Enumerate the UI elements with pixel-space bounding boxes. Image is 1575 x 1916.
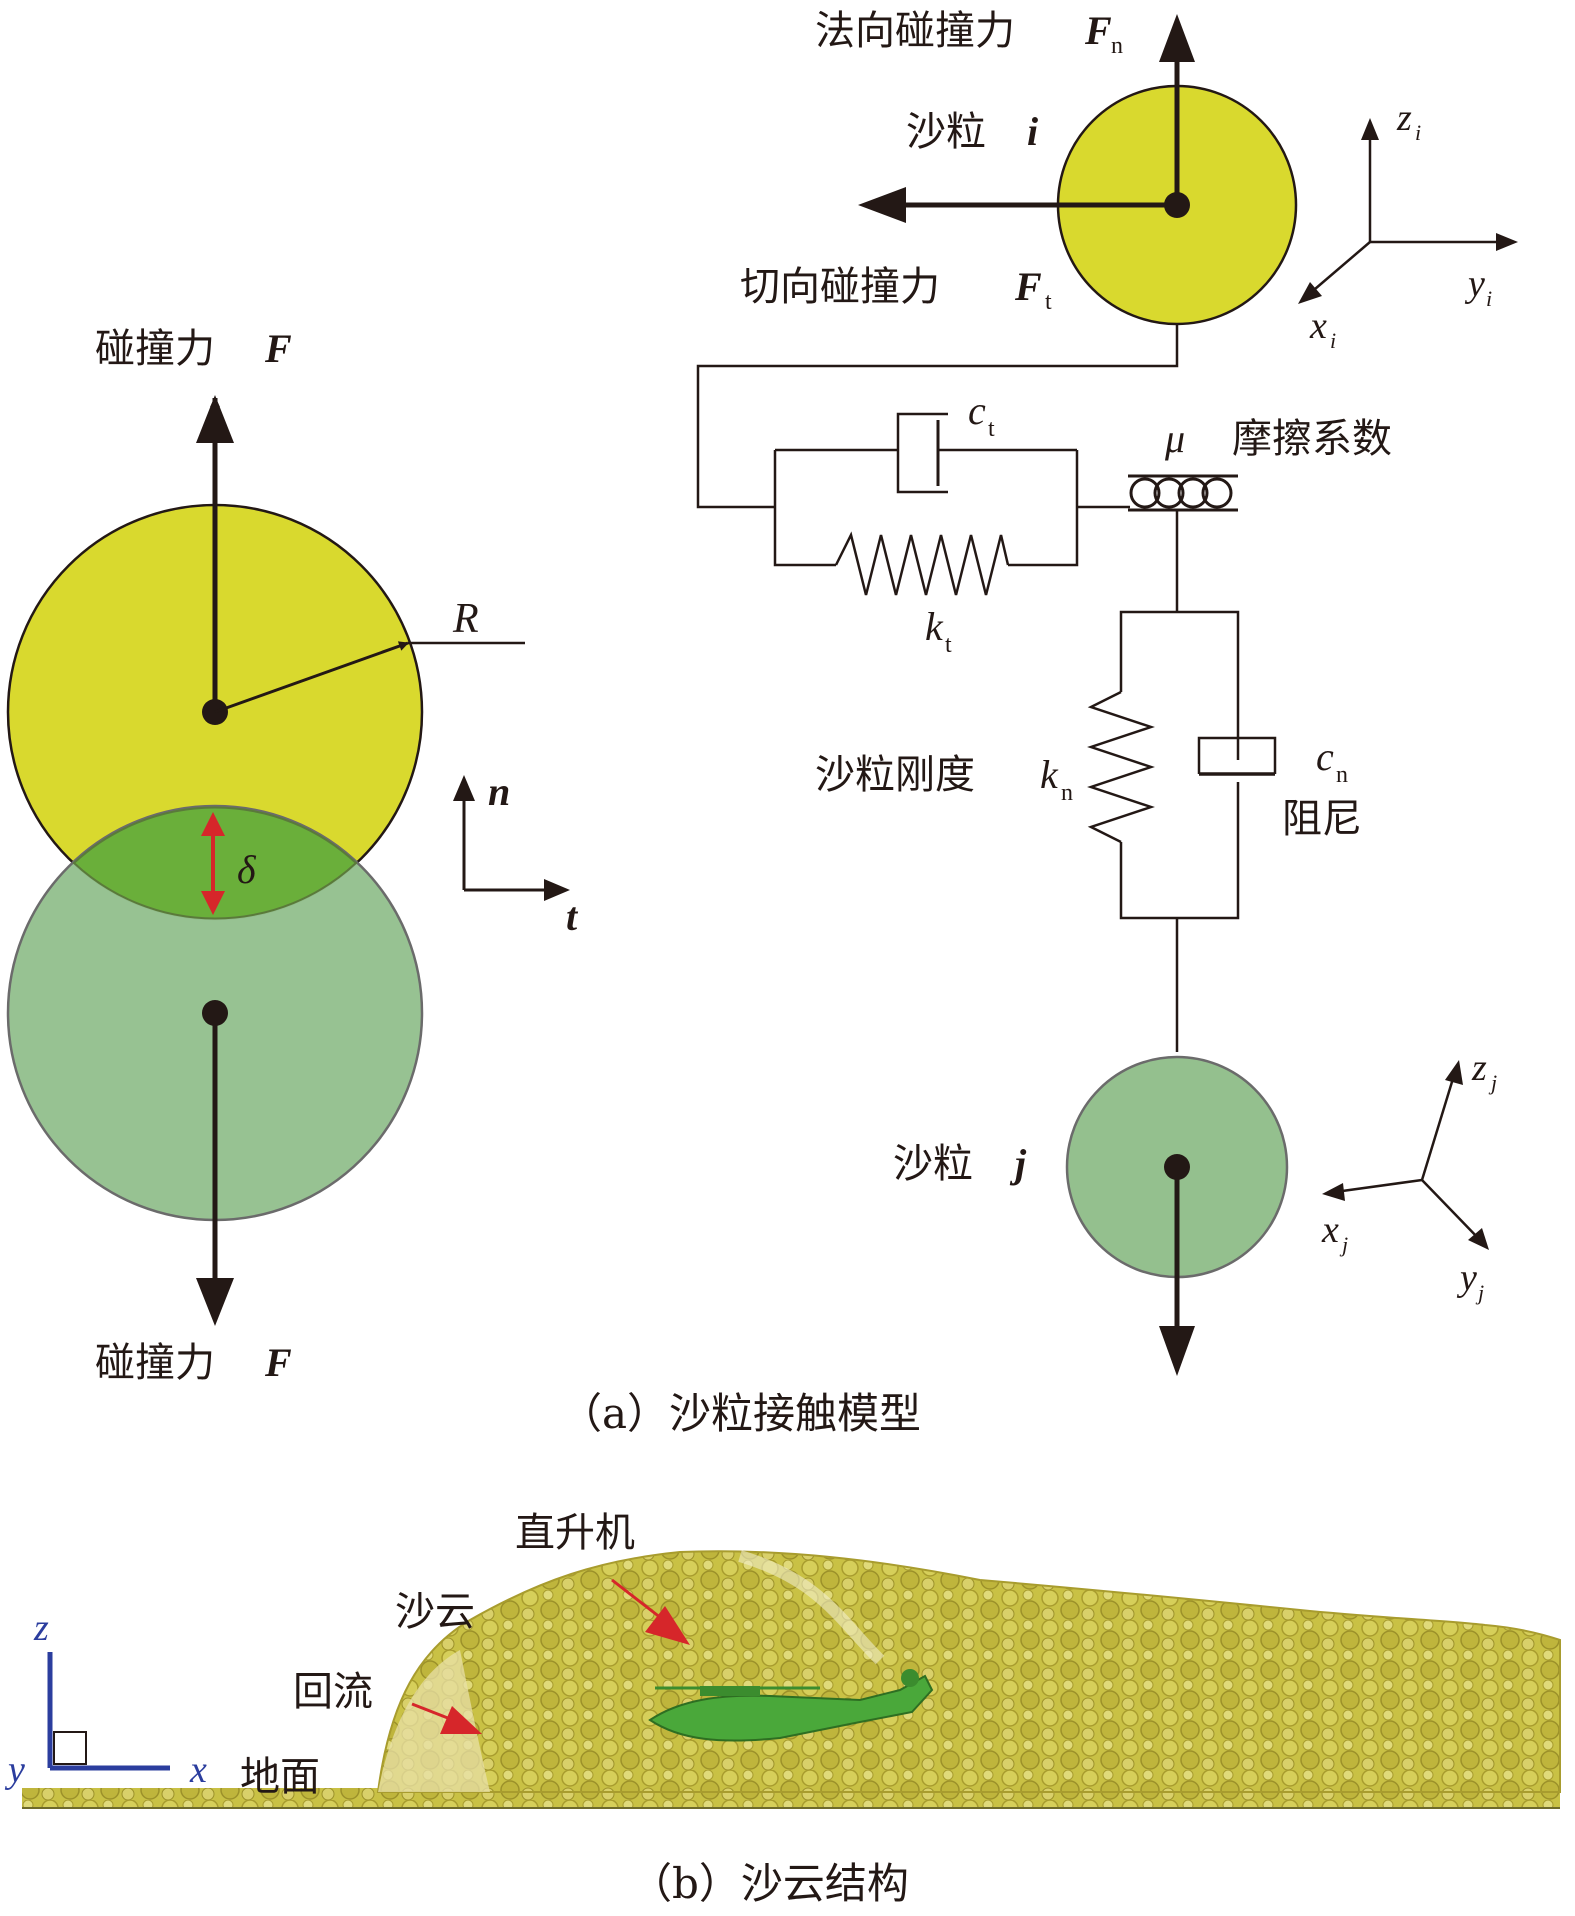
axis-x-label: x (189, 1749, 207, 1791)
normal-force-label: 法向碰撞力 (815, 8, 1015, 54)
kt-subscript: t (945, 632, 952, 658)
zi-label: z (1396, 97, 1412, 139)
axis-z-label: z (33, 1607, 49, 1649)
normal-block-frame (1119, 610, 1240, 744)
ground-label: 地面 (240, 1754, 320, 1800)
damper-cn-cup (1197, 736, 1277, 774)
cn-subscript: n (1336, 762, 1348, 788)
normal-block-bottom (1119, 782, 1240, 920)
zi-arrowhead (1361, 118, 1379, 140)
particle-i-symbol: i (1027, 109, 1038, 154)
yi-subscript: i (1486, 286, 1492, 311)
particle-j-label: 沙粒 (893, 1141, 973, 1187)
yi-arrowhead (1496, 233, 1518, 251)
caption-a: （a）沙粒接触模型 (560, 1389, 921, 1438)
sand-cloud-front (378, 1650, 490, 1792)
force-bottom-label: 碰撞力 (95, 1340, 215, 1386)
xi-subscript: i (1330, 328, 1336, 353)
xi-axis (1307, 241, 1371, 296)
backflow-pointer-head (440, 1706, 482, 1734)
tangential-force-subscript: t (1045, 289, 1052, 315)
mu-label: μ (1164, 416, 1185, 461)
kn-label: k (1040, 752, 1059, 797)
particle-i-center (1164, 192, 1190, 218)
particle-j-center (1164, 1154, 1190, 1180)
tangential-block-frame (773, 450, 836, 567)
radius-arrow (214, 641, 409, 714)
yj-subscript: j (1475, 1280, 1484, 1305)
backflow-label: 回流 (293, 1669, 373, 1715)
force-top-symbol: F (264, 326, 292, 371)
delta-label: δ (237, 847, 257, 892)
t-axis-label: t (566, 894, 579, 939)
tangential-force-symbol: F (1014, 264, 1042, 309)
normal-force-arrowhead (1159, 14, 1195, 62)
cn-label: c (1316, 734, 1334, 779)
helicopter-label: 直升机 (515, 1510, 635, 1556)
sand-cloud-body (376, 1550, 1561, 1793)
tangential-force-label: 切向碰撞力 (740, 264, 940, 310)
lower-force-arrowhead (196, 1278, 234, 1326)
yi-label: y (1464, 263, 1485, 305)
sand-cloud-figure: 直升机 沙云 回流 地面 z x y (4, 1510, 1561, 1809)
radius-label: R (452, 596, 479, 642)
axis-y-label: y (4, 1749, 25, 1791)
xj-axis (1334, 1178, 1423, 1194)
damping-label: 阻尼 (1282, 796, 1362, 842)
axis-corner-box (53, 1731, 87, 1765)
xj-label: x (1321, 1209, 1339, 1251)
tangential-block-frame-right (1008, 450, 1079, 567)
zi-subscript: i (1415, 120, 1421, 145)
caption-b: （b）沙云结构 (630, 1859, 909, 1908)
sand-cloud-label: 沙云 (395, 1589, 475, 1635)
stiffness-label: 沙粒刚度 (815, 752, 975, 798)
yj-label: y (1456, 1257, 1477, 1299)
delta-arrowhead-bottom (201, 891, 225, 915)
n-axis-arrowhead (453, 775, 475, 801)
xj-subscript: j (1339, 1232, 1348, 1257)
particle-i-label: 沙粒 (906, 109, 986, 155)
force-top-label: 碰撞力 (95, 326, 215, 372)
lower-center-dot (202, 1000, 228, 1026)
friction-rollers (1129, 477, 1233, 509)
wire-i-to-tangential (696, 324, 1179, 509)
zj-axis (1420, 1071, 1457, 1181)
friction-label: 摩擦系数 (1232, 416, 1392, 462)
xi-label: x (1309, 305, 1327, 347)
xi-arrowhead (1298, 282, 1322, 304)
normal-force-symbol: F (1084, 8, 1112, 53)
sand-cloud-ridge (738, 1550, 885, 1665)
tangential-force-arrowhead (858, 187, 906, 223)
delta-arrowhead-top (201, 812, 225, 836)
t-axis-arrowhead (544, 879, 570, 901)
xj-arrowhead (1322, 1183, 1345, 1201)
normal-force-subscript: n (1111, 33, 1123, 59)
helicopter-pointer-head (645, 1606, 690, 1645)
force-bottom-symbol: F (264, 1340, 292, 1385)
left-contact-diagram: R δ 碰撞力 F 碰撞力 F n t (6, 326, 579, 1386)
n-axis-label: n (488, 769, 510, 814)
damper-ct-cup (896, 412, 948, 494)
kn-subscript: n (1061, 780, 1073, 806)
yj-axis (1421, 1179, 1481, 1241)
kt-label: k (925, 604, 944, 649)
zj-subscript: j (1488, 1070, 1497, 1095)
yj-arrowhead (1468, 1228, 1489, 1250)
spring-kn (1087, 690, 1155, 844)
zj-label: z (1471, 1047, 1487, 1089)
helicopter-model (648, 1669, 934, 1742)
ct-label: c (968, 388, 986, 433)
particle-j-symbol: j (1009, 1141, 1027, 1186)
upper-force-arrowhead (196, 395, 234, 443)
zj-arrowhead (1445, 1060, 1463, 1085)
spring-kt (834, 531, 1010, 596)
particle-j-force-arrowhead (1159, 1326, 1195, 1376)
right-contact-model: 法向碰撞力 F n 沙粒 i 切向碰撞力 F t z i y i x i (696, 8, 1518, 1376)
ct-subscript: t (988, 416, 995, 442)
